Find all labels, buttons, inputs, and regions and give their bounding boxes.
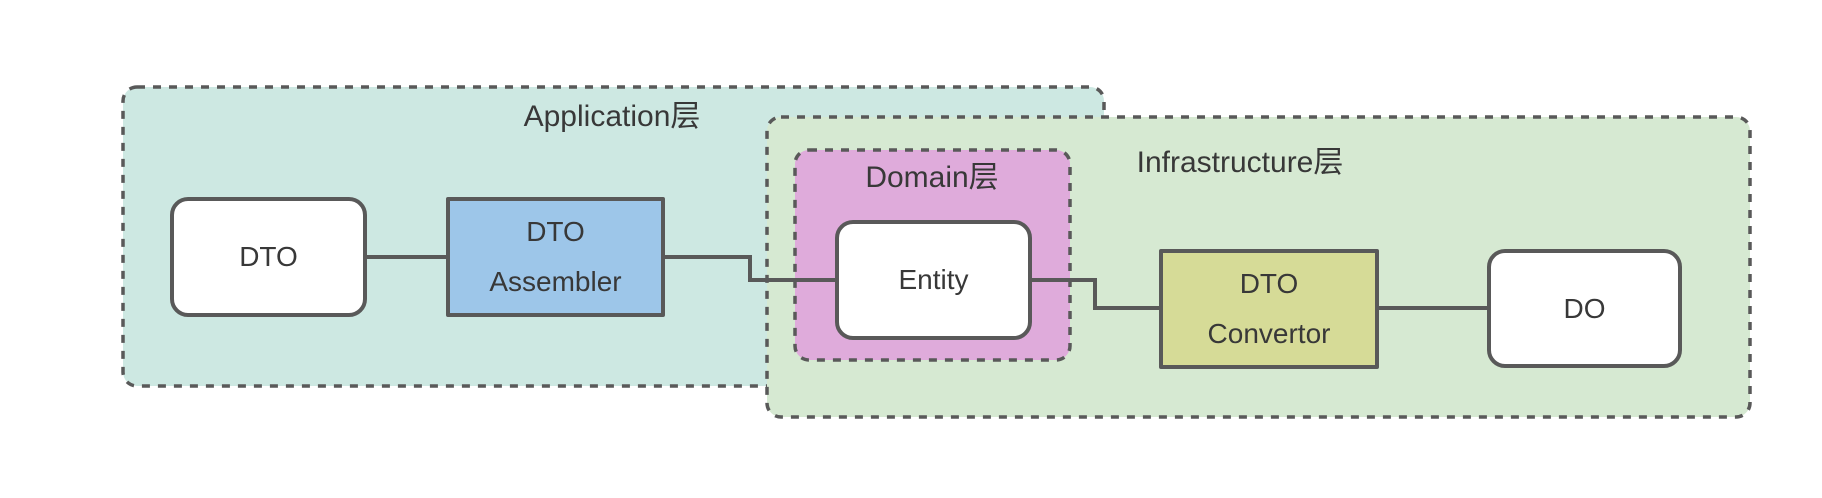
dto-node-label: DTO	[239, 241, 298, 272]
entity-node-label: Entity	[898, 264, 969, 295]
do-node: DO	[1487, 249, 1682, 368]
connector-assembler-to-entity	[665, 255, 835, 282]
do-node-label: DO	[1563, 292, 1606, 324]
infrastructure-layer-label: Infrastructure层	[1136, 146, 1344, 179]
application-layer-label: Application层	[523, 100, 701, 133]
dto-convertor-node-label-line1: DTO	[1239, 268, 1299, 299]
domain-layer-label: Domain层	[865, 161, 999, 194]
dto-convertor-node-label-line2: Convertor	[1207, 318, 1331, 349]
dto-assembler-node-label-line1: DTO	[526, 216, 585, 247]
dto-node: DTO	[170, 197, 367, 317]
dto-convertor-node: DTO Convertor	[1159, 249, 1379, 369]
dto-assembler-node-label-line2: Assembler	[489, 266, 622, 297]
connector-entity-to-convertor	[1032, 278, 1159, 310]
dto-assembler-node: DTO Assembler	[446, 197, 665, 317]
entity-node: Entity	[835, 220, 1032, 340]
